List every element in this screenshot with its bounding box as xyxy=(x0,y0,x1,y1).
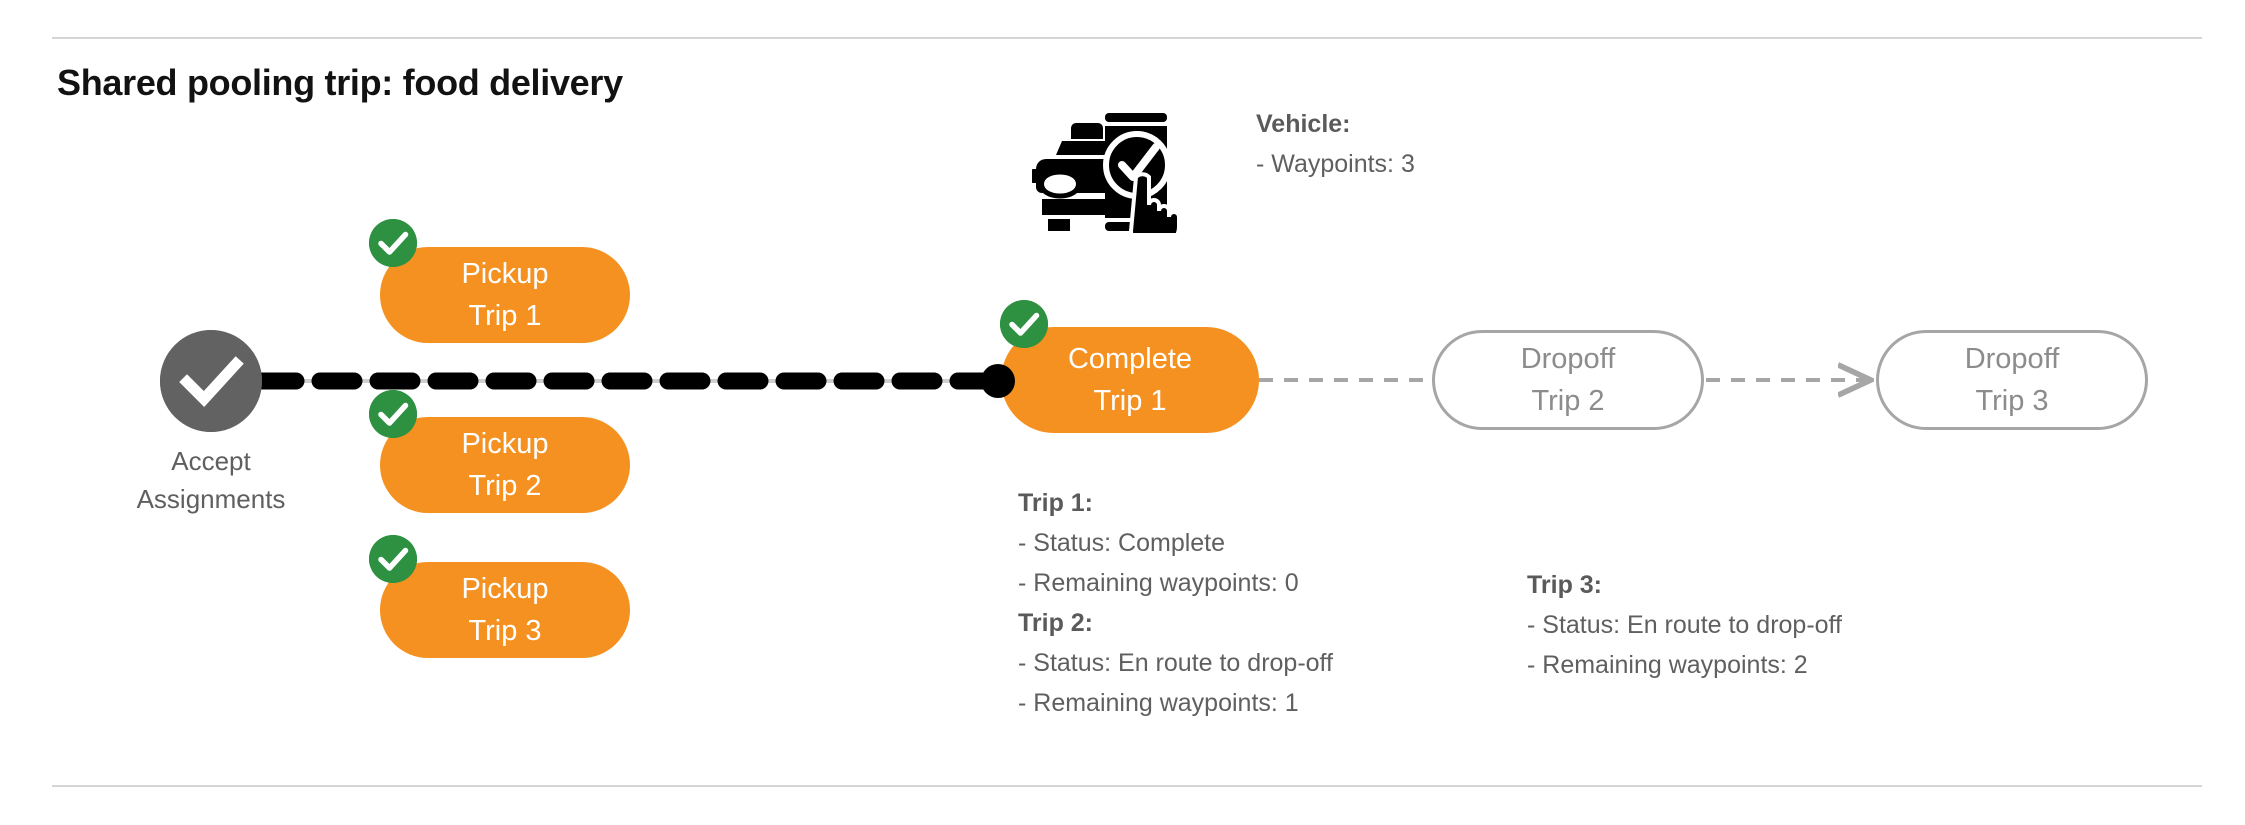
node-dropoff-trip-2[interactable]: Dropoff Trip 2 xyxy=(1432,330,1704,430)
node-pickup-trip-1[interactable]: Pickup Trip 1 xyxy=(380,247,630,343)
accept-assignments-node[interactable]: Accept Assignments xyxy=(137,330,285,514)
node-dropoff-trip-3[interactable]: Dropoff Trip 3 xyxy=(1876,330,2148,430)
route-junction-dot xyxy=(981,364,1015,398)
complete-trip-1-line2: Trip 1 xyxy=(1093,385,1167,417)
trip-3-info-block: Trip 3: - Status: En route to drop-off -… xyxy=(1527,565,1842,685)
dropoff-trip-2-line1: Dropoff xyxy=(1520,343,1616,375)
trip-1-heading: Trip 1: xyxy=(1018,489,1094,517)
trip-1-status: - Status: Complete xyxy=(1018,529,1226,557)
pickup-trip-2-line2: Trip 2 xyxy=(468,470,542,502)
accept-label-line2: Assignments xyxy=(136,484,286,514)
page-title: Shared pooling trip: food delivery xyxy=(57,62,623,103)
vehicle-waypoints: - Waypoints: 3 xyxy=(1256,150,1415,178)
top-divider xyxy=(52,37,2202,39)
accept-assignments-label: Accept Assignments xyxy=(120,442,302,518)
bottom-divider xyxy=(52,785,2202,787)
complete-trip-1-line1: Complete xyxy=(1067,343,1193,375)
trip-3-status: - Status: En route to drop-off xyxy=(1527,611,1842,639)
trip-2-heading: Trip 2: xyxy=(1018,609,1094,637)
trip-1-remaining: - Remaining waypoints: 0 xyxy=(1018,569,1299,597)
pickup-trip-1-check-badge xyxy=(369,219,417,267)
pickup-trip-2-check-badge xyxy=(369,390,417,438)
node-pickup-trip-2[interactable]: Pickup Trip 2 xyxy=(380,417,630,513)
vehicle-heading: Vehicle: xyxy=(1256,110,1351,138)
trip-1-2-info-block: Trip 1: - Status: Complete - Remaining w… xyxy=(1018,483,1333,723)
pickup-trip-3-line2: Trip 3 xyxy=(468,615,542,647)
accept-label-line1: Accept xyxy=(171,446,251,476)
trip-2-status: - Status: En route to drop-off xyxy=(1018,649,1333,677)
node-complete-trip-1[interactable]: Complete Trip 1 xyxy=(1001,327,1259,433)
node-pickup-trip-3[interactable]: Pickup Trip 3 xyxy=(380,562,630,658)
vehicle-info-block: Vehicle: - Waypoints: 3 xyxy=(1256,104,1415,184)
pickup-trip-3-line1: Pickup xyxy=(461,573,549,605)
dropoff-trip-3-line1: Dropoff xyxy=(1964,343,2060,375)
pickup-trip-1-line1: Pickup xyxy=(461,258,549,290)
trip-3-heading: Trip 3: xyxy=(1527,571,1603,599)
check-circle-icon xyxy=(160,330,262,432)
dropoff-trip-3-line2: Trip 3 xyxy=(1975,385,2049,417)
complete-trip-1-check-badge xyxy=(1000,300,1048,348)
car-phone-check-icon xyxy=(1032,85,1184,233)
pickup-trip-3-check-badge xyxy=(369,535,417,583)
pickup-trip-1-line2: Trip 1 xyxy=(468,300,542,332)
trip-3-remaining: - Remaining waypoints: 2 xyxy=(1527,651,1808,679)
dropoff-trip-2-line2: Trip 2 xyxy=(1531,385,1605,417)
pickup-trip-2-line1: Pickup xyxy=(461,428,549,460)
trip-2-remaining: - Remaining waypoints: 1 xyxy=(1018,689,1299,717)
